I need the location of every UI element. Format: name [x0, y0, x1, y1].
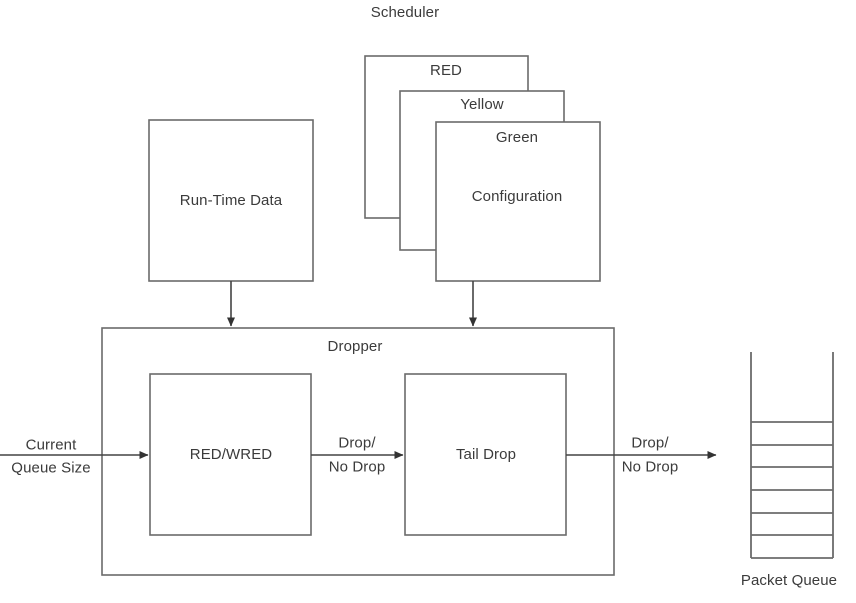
- card-red-label: RED: [430, 62, 462, 79]
- tail-drop-shape[interactable]: [404, 373, 567, 536]
- packet-queue-shape[interactable]: [750, 352, 834, 559]
- red-wred-shape[interactable]: [149, 373, 312, 536]
- card-yellow-label: Yellow: [460, 96, 504, 113]
- middle-edge-label-line1: Drop/: [338, 434, 376, 452]
- input-edge-label-line1: Current: [25, 436, 77, 454]
- run-time-data-shape[interactable]: [148, 119, 314, 282]
- middle-edge-label-line2: No Drop: [328, 458, 386, 476]
- scheduler-title: Scheduler: [370, 4, 440, 21]
- input-edge-label-line2: Queue Size: [11, 459, 91, 477]
- run-time-data-label: Run-Time Data: [179, 192, 283, 209]
- output-edge-label-line1: Drop/: [631, 434, 669, 452]
- red-wred-label: RED/WRED: [189, 446, 273, 463]
- card-green-configuration-label: Configuration: [471, 188, 563, 205]
- output-edge-label-line2: No Drop: [621, 458, 679, 476]
- dropper-label: Dropper: [327, 338, 383, 355]
- card-green-shape[interactable]: [435, 121, 601, 282]
- tail-drop-label: Tail Drop: [455, 446, 517, 463]
- card-green-label: Green: [495, 129, 539, 146]
- packet-queue-label: Packet Queue: [740, 572, 838, 589]
